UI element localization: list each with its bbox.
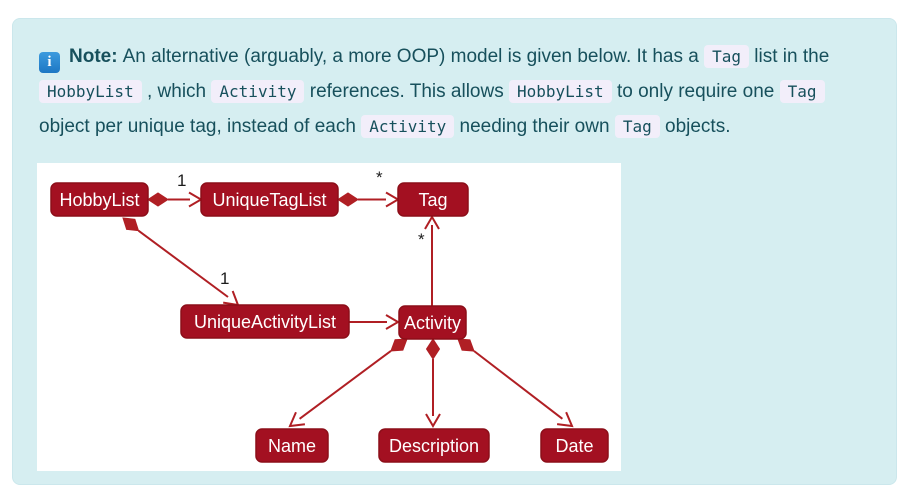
- note-text-segment: , which: [141, 81, 212, 102]
- edge-uniqueactivitylist-activity: [349, 314, 400, 330]
- inline-code: Tag: [704, 45, 750, 68]
- inline-code: Activity: [211, 80, 305, 103]
- class-node-date: Date: [540, 428, 609, 463]
- inline-code: HobbyList: [508, 80, 612, 103]
- edge-activity-description: [425, 338, 441, 428]
- class-name: Date: [555, 436, 593, 456]
- class-name: HobbyList: [59, 190, 139, 210]
- edge-activity-date: [457, 338, 574, 428]
- note-text-segment: needing their own: [454, 116, 615, 137]
- class-name: UniqueTagList: [212, 190, 326, 210]
- note-text-segment: list in the: [749, 46, 830, 67]
- class-node-uniquetaglist: UniqueTagList: [200, 182, 339, 217]
- inline-code: Tag: [779, 80, 825, 103]
- note-text: i Note:An alternative (arguably, a more O…: [39, 39, 864, 144]
- class-node-hobbylist: HobbyList: [50, 182, 149, 217]
- class-name: Activity: [404, 313, 461, 333]
- note-callout: i Note:An alternative (arguably, a more O…: [12, 18, 897, 485]
- note-text-segment: An alternative (arguably, a more OOP) mo…: [122, 46, 705, 67]
- note-text-segment: to only require one: [611, 81, 780, 102]
- inline-code: Activity: [361, 115, 455, 138]
- edge-hobbylist-uniqueactivitylist: 1: [122, 217, 240, 307]
- class-node-tag: Tag: [397, 182, 469, 217]
- note-text-segment: references. This allows: [304, 81, 509, 102]
- edge-activity-name: [288, 338, 408, 428]
- uml-diagram-panel: 1 * 1: [37, 163, 621, 471]
- multiplicity-label: *: [418, 230, 425, 249]
- edge-activity-tag: *: [418, 215, 440, 306]
- class-node-description: Description: [378, 428, 490, 463]
- multiplicity-label: 1: [177, 171, 186, 190]
- class-name: Description: [389, 436, 479, 456]
- class-name: Tag: [418, 190, 447, 210]
- note-segments: An alternative (arguably, a more OOP) mo…: [39, 45, 830, 138]
- class-node-activity: Activity: [398, 305, 467, 340]
- note-text-segment: object per unique tag, instead of each: [39, 116, 362, 137]
- class-name: UniqueActivityList: [194, 312, 336, 332]
- note-label: Note:: [69, 46, 118, 67]
- multiplicity-label: *: [376, 168, 383, 187]
- class-name: Name: [268, 436, 316, 456]
- multiplicity-label: 1: [220, 269, 229, 288]
- uml-class-diagram: 1 * 1: [50, 168, 609, 463]
- inline-code: HobbyList: [39, 80, 142, 103]
- edge-uniquetaglist-tag: *: [337, 168, 400, 208]
- inline-code: Tag: [614, 115, 660, 138]
- info-icon: i: [39, 52, 60, 73]
- class-node-name: Name: [255, 428, 329, 463]
- note-text-segment: objects.: [659, 116, 731, 137]
- edge-hobbylist-uniquetaglist: 1: [147, 171, 203, 208]
- class-node-uniqueactivitylist: UniqueActivityList: [180, 304, 350, 339]
